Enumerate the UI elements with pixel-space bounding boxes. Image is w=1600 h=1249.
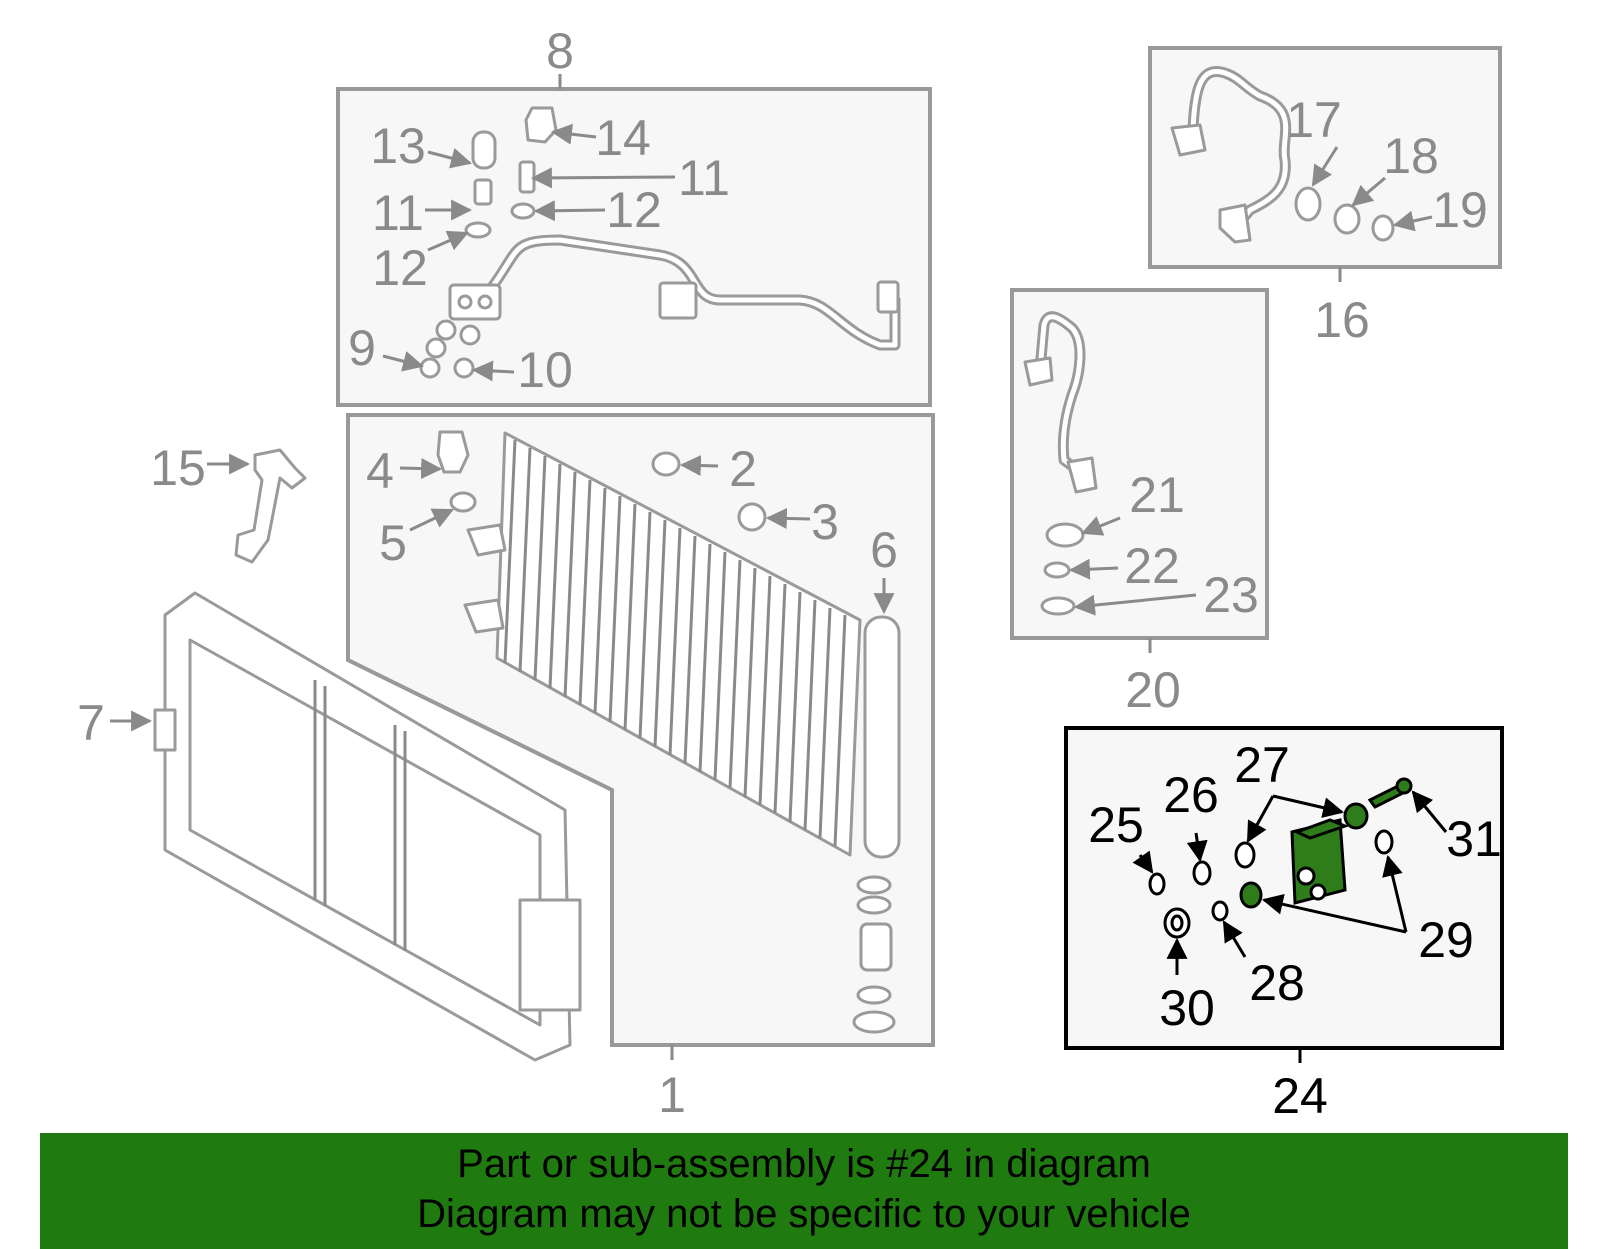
callout-2: 2 — [729, 441, 757, 497]
callout-12-left: 12 — [372, 240, 428, 296]
callout-12-right: 12 — [606, 182, 662, 238]
group-24-box: 24 25 26 27 28 29 30 31 — [1064, 726, 1504, 1124]
callout-11-left: 11 — [372, 185, 424, 241]
callout-25: 25 — [1088, 797, 1144, 853]
callout-27: 27 — [1234, 737, 1290, 793]
callout-22: 22 — [1124, 538, 1180, 594]
callout-17: 17 — [1286, 92, 1342, 148]
group-8-box: 8 13 14 11 11 12 12 9 10 — [336, 23, 932, 407]
callout-29: 29 — [1418, 912, 1474, 968]
callout-14: 14 — [595, 110, 651, 166]
callout-31: 31 — [1446, 811, 1502, 867]
banner-line-2: Diagram may not be specific to your vehi… — [417, 1192, 1191, 1236]
callout-3: 3 — [811, 494, 839, 550]
callout-21: 21 — [1129, 467, 1185, 523]
callout-8: 8 — [546, 23, 574, 79]
callout-10: 10 — [517, 342, 573, 398]
banner-line-1: Part or sub-assembly is #24 in diagram — [457, 1142, 1151, 1186]
callout-19: 19 — [1432, 182, 1488, 238]
callout-15: 15 — [150, 440, 206, 496]
callout-28: 28 — [1249, 955, 1305, 1011]
callout-20: 20 — [1125, 662, 1181, 718]
callout-6: 6 — [870, 522, 898, 578]
callout-23: 23 — [1203, 567, 1259, 623]
group-1-box: 1 2 3 4 5 6 — [346, 413, 935, 1123]
callout-16: 16 — [1314, 292, 1370, 348]
callout-18: 18 — [1383, 128, 1439, 184]
callout-9: 9 — [348, 320, 376, 376]
callout-7: 7 — [77, 695, 105, 751]
callout-1: 1 — [658, 1067, 686, 1123]
info-banner: Part or sub-assembly is #24 in diagram D… — [40, 1133, 1568, 1249]
callout-4: 4 — [366, 443, 394, 499]
radiator-frame: 7 15 — [77, 440, 582, 1062]
callout-13: 13 — [370, 118, 426, 174]
callout-26: 26 — [1163, 767, 1219, 823]
callout-5: 5 — [379, 515, 407, 571]
callout-30: 30 — [1159, 980, 1215, 1036]
callout-24: 24 — [1272, 1068, 1328, 1124]
condenser-fins — [503, 439, 847, 847]
group-16-box: 16 17 18 19 — [1148, 46, 1502, 348]
callout-11-right: 11 — [678, 150, 730, 206]
group-20-box: 20 21 22 23 — [1010, 288, 1269, 718]
